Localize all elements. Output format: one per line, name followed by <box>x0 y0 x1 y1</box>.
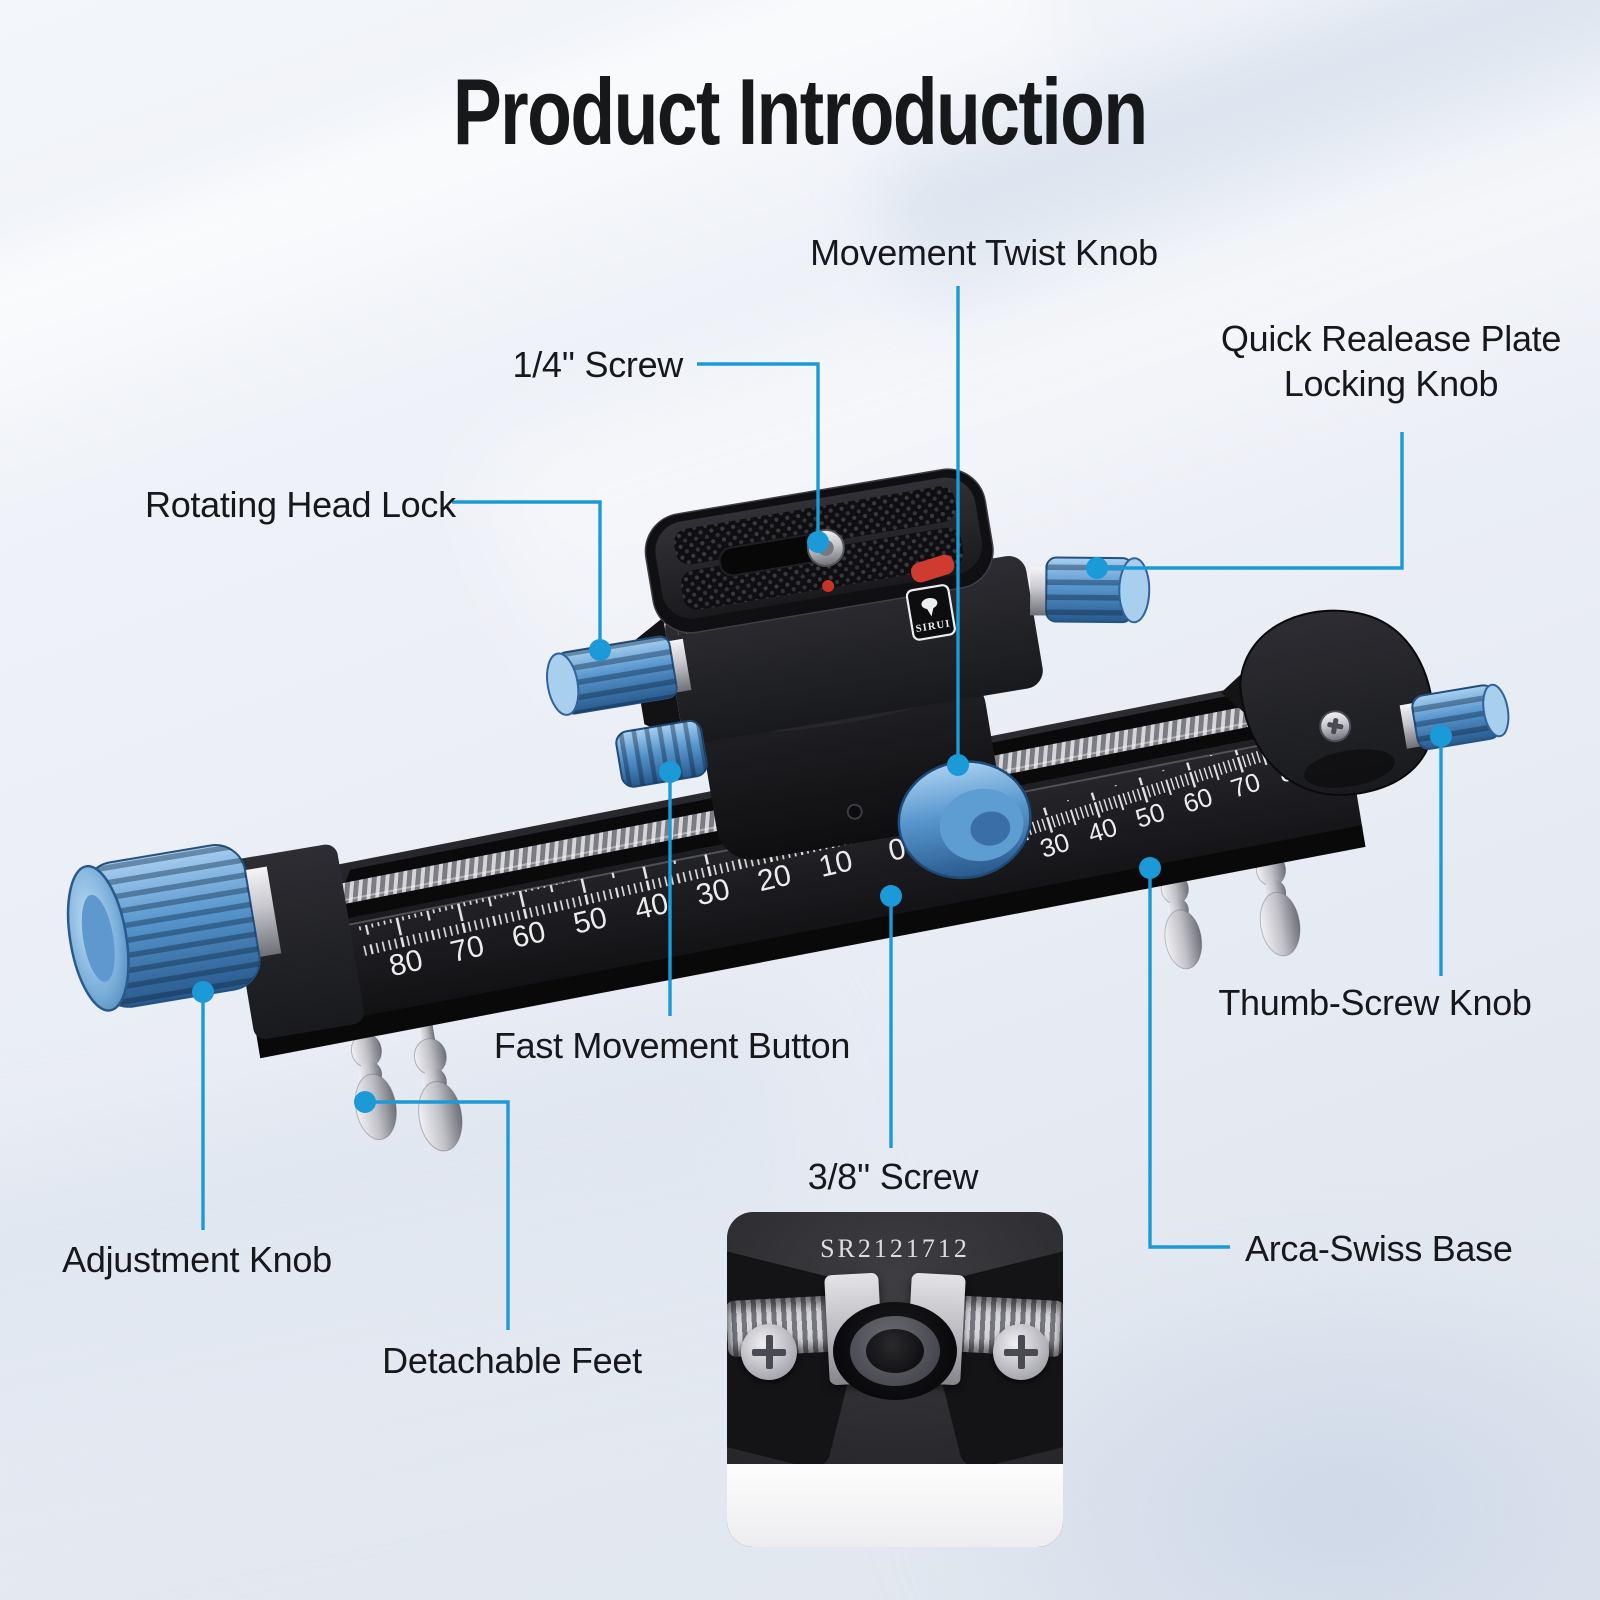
label-arca-swiss-base: Arca-Swiss Base <box>1245 1228 1513 1269</box>
dot-rotating-head-lock <box>589 639 611 661</box>
macro-rail-product: 80 70 60 50 40 30 20 10 0 30 <box>66 468 1510 1155</box>
label-quick-release-line1: Quick Realease Plate <box>1220 318 1562 359</box>
leader-arca-swiss <box>1148 870 1230 1249</box>
scale-number: 50 <box>570 901 610 941</box>
center-clamp: SIRUI <box>546 468 1151 880</box>
callout-dots <box>192 531 1452 1113</box>
inset-base <box>727 1464 1063 1547</box>
dot-fast-movement <box>659 761 681 783</box>
leader-quick-release <box>1097 432 1404 570</box>
dot-quarter-screw <box>807 531 829 553</box>
detachable-foot <box>401 1008 468 1155</box>
scale-number: 60 <box>509 915 549 955</box>
red-safety-lever <box>910 554 955 583</box>
scale-number: 30 <box>693 873 733 913</box>
rotating-head-lock-knob <box>546 635 692 716</box>
movement-twist-knob <box>897 760 1032 880</box>
leader-quarter-screw <box>697 362 820 542</box>
dot-arca-swiss <box>1139 857 1161 879</box>
scale-number: 10 <box>816 844 856 884</box>
label-detachable-feet: Detachable Feet <box>382 1340 642 1381</box>
scale-number: 20 <box>754 859 794 899</box>
label-rotating-head-lock: Rotating Head Lock <box>145 484 456 525</box>
dot-quick-release <box>1086 557 1108 579</box>
three-eighth-screw-socket <box>833 1302 957 1400</box>
dot-detachable-feet <box>354 1091 376 1113</box>
label-quick-release-line2: Locking Knob <box>1283 363 1499 404</box>
label-quick-release: Quick Realease Plate Locking Knob <box>1221 316 1561 406</box>
label-thumb-screw-knob: Thumb-Screw Knob <box>1218 982 1532 1023</box>
sirui-logo: SIRUI <box>905 584 956 641</box>
grip-pad <box>680 527 964 610</box>
callout-lines <box>201 286 1443 1330</box>
fast-movement-button <box>615 719 708 788</box>
leader-rotating-head-lock <box>452 500 602 648</box>
leader-detachable-feet <box>365 1100 510 1330</box>
phillips-screw <box>993 1324 1049 1380</box>
dot-movement-twist-knob <box>947 754 969 776</box>
label-fast-movement-button: Fast Movement Button <box>493 1025 851 1066</box>
scale-number: 70 <box>447 929 487 969</box>
dot-three-eighth-screw <box>880 885 902 907</box>
label-quarter-screw: 1/4'' Screw <box>512 344 683 385</box>
scale-number: 40 <box>632 887 672 927</box>
dot-adjustment-knob <box>192 981 214 1003</box>
phillips-screw <box>741 1324 797 1380</box>
label-adjustment-knob: Adjustment Knob <box>62 1239 332 1280</box>
serial-number: SR2121712 <box>820 1234 970 1263</box>
label-three-eighth-screw: 3/8'' Screw <box>807 1156 979 1197</box>
rail-bottom-edge <box>256 825 1366 1059</box>
page-title: Product Introduction <box>453 59 1148 164</box>
inset-photo: SR2121712 <box>727 1212 1063 1547</box>
quick-release-locking-knob <box>1030 556 1151 624</box>
label-movement-twist-knob: Movement Twist Knob <box>810 232 1158 273</box>
red-indicator-dot <box>822 580 835 593</box>
dot-thumb-screw <box>1430 725 1452 747</box>
scale-number: 80 <box>386 944 426 984</box>
adjustment-knob <box>66 844 282 1012</box>
